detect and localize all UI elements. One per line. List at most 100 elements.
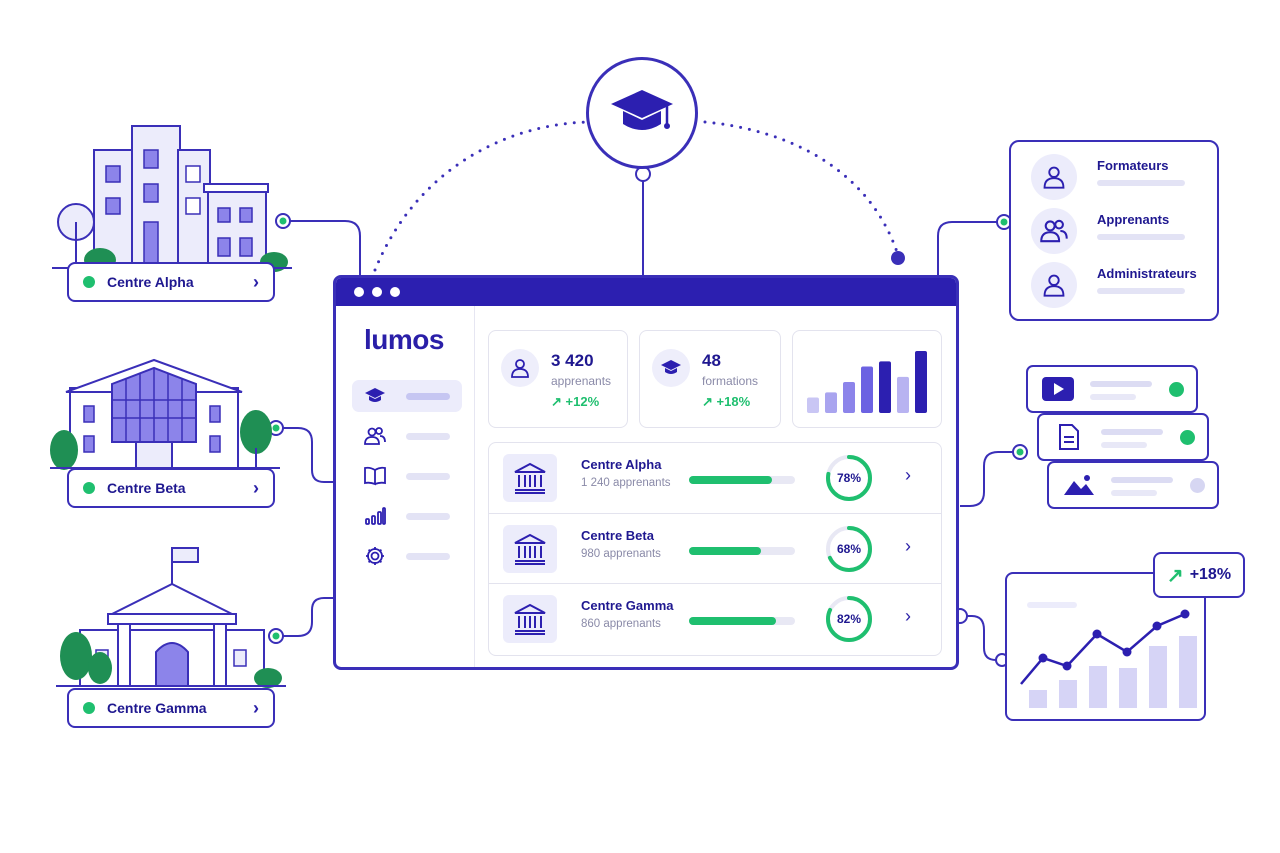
gear-icon (362, 543, 388, 569)
users-icon (1031, 208, 1077, 254)
building-beta-illustration (50, 358, 280, 470)
progress-fill (689, 617, 776, 625)
chevron-right-icon[interactable]: › (905, 465, 911, 485)
role-administrateurs[interactable]: Administrateurs (1031, 262, 1201, 308)
bank-building-icon (503, 525, 557, 573)
user-icon (1031, 154, 1077, 200)
nav-item-analytics[interactable] (352, 500, 462, 532)
placeholder-line (1090, 394, 1136, 400)
table-row-centre-beta[interactable]: Centre Beta 980 apprenants 68% › (489, 513, 941, 584)
app-window: lumos (333, 275, 959, 670)
stat-trend: ↗ +18% (702, 394, 751, 409)
growth-bar (1059, 680, 1077, 708)
mini-bar (861, 366, 873, 413)
placeholder-line (1097, 180, 1185, 186)
growth-value: +18% (1189, 566, 1232, 583)
media-card-image[interactable] (1047, 461, 1219, 509)
trend-up-icon: ↗ (1166, 564, 1184, 587)
role-apprenants[interactable]: Apprenants (1031, 208, 1201, 254)
window-dot (372, 287, 382, 297)
mini-bar (807, 397, 819, 413)
progress-ring: 68% (825, 525, 873, 573)
trend-up-icon: ↗ (551, 394, 566, 409)
mini-bar (915, 351, 927, 413)
mini-bar (843, 382, 855, 413)
window-dot (354, 287, 364, 297)
centre-label: Centre Gamma (107, 700, 207, 716)
progress-ring: 82% (825, 595, 873, 643)
placeholder-line (1097, 234, 1185, 240)
chevron-right-icon[interactable]: › (905, 536, 911, 556)
centre-beta-card[interactable]: Centre Beta › (67, 468, 275, 508)
placeholder-line (1111, 477, 1173, 483)
mini-bar-chart (807, 351, 927, 413)
image-icon (1061, 471, 1097, 499)
progress-track (689, 476, 795, 484)
role-formateurs[interactable]: Formateurs (1031, 154, 1201, 200)
centre-gamma-card[interactable]: Centre Gamma › (67, 688, 275, 728)
user-icon (501, 349, 539, 387)
chevron-right-icon: › (253, 697, 259, 718)
growth-bar (1089, 666, 1107, 708)
mini-bar (879, 361, 891, 413)
book-icon (362, 463, 388, 489)
growth-bar (1149, 646, 1167, 708)
stat-value: 3 420 (551, 351, 594, 370)
centre-label: Centre Alpha (107, 274, 194, 290)
progress-ring: 78% (825, 454, 873, 502)
window-dot (390, 287, 400, 297)
stat-card-apprenants: 3 420 apprenants ↗ +12% (488, 330, 628, 428)
nav-item-formations[interactable] (352, 380, 462, 412)
media-card-video[interactable] (1026, 365, 1198, 413)
table-row-centre-gamma[interactable]: Centre Gamma 860 apprenants 82% › (489, 583, 941, 654)
status-dot (1190, 478, 1205, 493)
placeholder-line (1027, 602, 1077, 608)
trend-up-icon: ↗ (702, 394, 717, 409)
building-alpha-illustration (52, 125, 292, 272)
media-card-document[interactable] (1037, 413, 1209, 461)
placeholder-line (1101, 429, 1163, 435)
bank-building-icon (503, 595, 557, 643)
status-dot (1169, 382, 1184, 397)
centre-alpha-card[interactable]: Centre Alpha › (67, 262, 275, 302)
centre-learners: 1 240 apprenants (581, 477, 671, 489)
stat-value: 48 (702, 351, 721, 370)
nav-placeholder-bar (406, 472, 450, 480)
graduation-cap-icon (652, 349, 690, 387)
mini-bar (825, 392, 837, 413)
centre-name: Centre Beta (581, 528, 654, 543)
growth-point (1092, 629, 1102, 639)
document-icon (1051, 423, 1087, 451)
centre-name: Centre Gamma (581, 598, 674, 613)
nav-item-settings[interactable] (352, 540, 462, 572)
nav-placeholder-bar (406, 552, 450, 560)
nav-item-users[interactable] (352, 420, 462, 452)
mini-bar (897, 376, 909, 413)
video-play-icon (1040, 375, 1076, 403)
role-label: Administrateurs (1097, 266, 1197, 281)
progress-percent: 82% (836, 612, 862, 626)
user-icon (1031, 262, 1077, 308)
window-titlebar (336, 278, 956, 306)
progress-percent: 78% (836, 471, 862, 485)
centre-label: Centre Beta (107, 480, 186, 496)
nav-item-library[interactable] (352, 460, 462, 492)
users-icon (362, 423, 388, 449)
app-logo: lumos (364, 324, 444, 355)
bar-chart-icon (362, 503, 388, 529)
chevron-right-icon: › (253, 271, 259, 292)
stat-label: formations (702, 374, 759, 388)
progress-fill (689, 476, 772, 484)
progress-track (689, 547, 795, 555)
placeholder-line (1111, 490, 1157, 496)
progress-track (689, 617, 795, 625)
status-dot (83, 276, 95, 288)
chevron-right-icon: › (253, 477, 259, 498)
table-row-centre-alpha[interactable]: Centre Alpha 1 240 apprenants 78% › (489, 443, 941, 513)
role-label: Formateurs (1097, 158, 1169, 173)
building-gamma-illustration (56, 547, 286, 688)
centre-learners: 980 apprenants (581, 548, 661, 560)
stat-card-formations: 48 formations ↗ +18% (639, 330, 781, 428)
growth-badge: ↗ +18% (1153, 552, 1245, 598)
chevron-right-icon[interactable]: › (905, 606, 911, 626)
